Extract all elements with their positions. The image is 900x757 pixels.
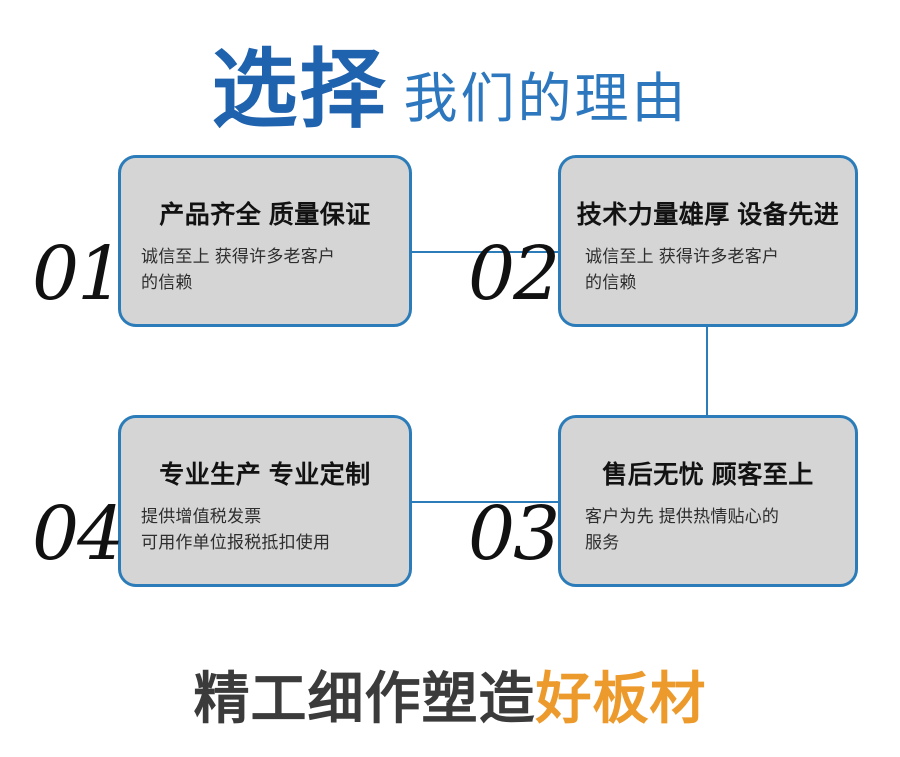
feature-card-04-description: 提供增值税发票 可用作单位报税抵扣使用 <box>141 507 331 552</box>
footer-tagline: 精工细作塑造好板材 <box>0 668 900 730</box>
feature-card-04[interactable]: 专业生产 专业定制 提供增值税发票 可用作单位报税抵扣使用 <box>118 415 412 587</box>
feature-card-01-title: 产品齐全 质量保证 <box>159 201 371 229</box>
feature-card-03-description: 客户为先 提供热情贴心的 服务 <box>585 507 780 552</box>
feature-card-03-title: 售后无忧 顾客至上 <box>602 461 814 489</box>
connector-line-card4-card3 <box>410 501 560 503</box>
page-title: 选择 我们的理由 <box>0 22 900 141</box>
footer-tagline-primary: 精工细作塑造 <box>193 667 536 730</box>
feature-card-01-description: 诚信至上 获得许多老客户 的信赖 <box>141 247 336 292</box>
card-number-01: 01 <box>32 231 124 317</box>
feature-card-02-title: 技术力量雄厚 设备先进 <box>576 201 840 229</box>
page-title-subtext: 我们的理由 <box>403 69 689 129</box>
card-number-04: 04 <box>32 491 124 577</box>
feature-card-02-description: 诚信至上 获得许多老客户 的信赖 <box>585 247 780 292</box>
feature-card-04-title: 专业生产 专业定制 <box>159 461 371 489</box>
page-title-highlight: 选择 <box>211 40 388 141</box>
connector-line-card1-card2 <box>410 251 560 253</box>
feature-card-03[interactable]: 售后无忧 顾客至上 客户为先 提供热情贴心的 服务 <box>558 415 858 587</box>
connector-line-card2-card3 <box>706 325 708 417</box>
footer-tagline-accent: 好板材 <box>535 667 707 730</box>
card-number-03: 03 <box>468 491 560 577</box>
card-number-02: 02 <box>468 231 560 317</box>
feature-card-01[interactable]: 产品齐全 质量保证 诚信至上 获得许多老客户 的信赖 <box>118 155 412 327</box>
feature-card-02[interactable]: 技术力量雄厚 设备先进 诚信至上 获得许多老客户 的信赖 <box>558 155 858 327</box>
